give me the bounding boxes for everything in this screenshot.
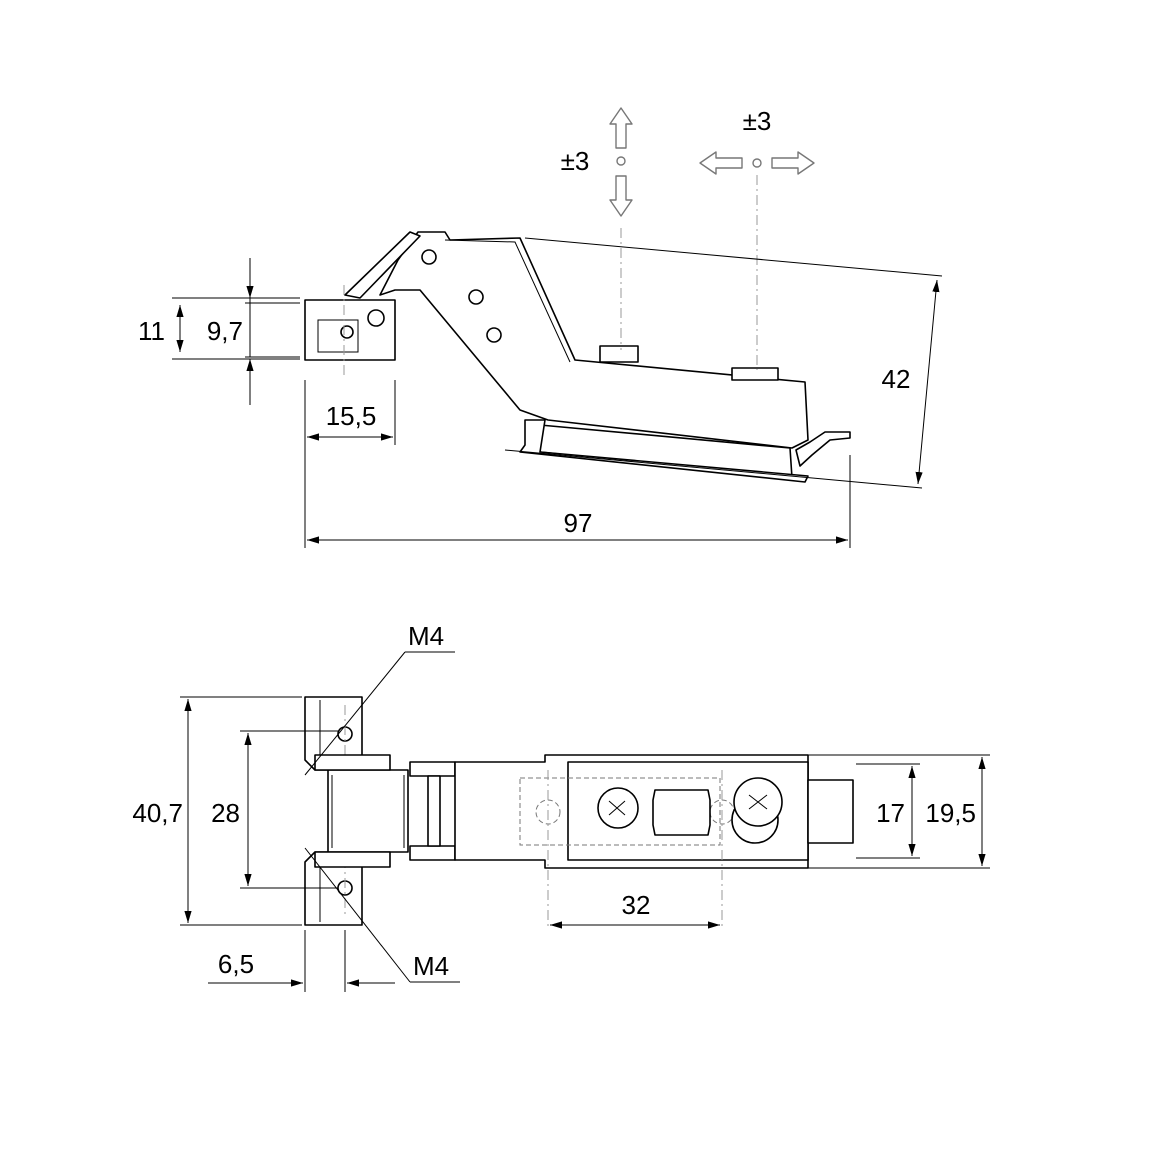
- dim-15-5-label: 15,5: [326, 401, 377, 431]
- hinge-cup-slot: [317, 319, 359, 353]
- pivot-hole: [468, 289, 484, 305]
- horizontal-adjust-label: ±3: [743, 106, 772, 136]
- dim-11-label: 11: [138, 316, 165, 346]
- adjust-screw-head: [599, 345, 639, 363]
- vertical-adjust-label: ±3: [561, 146, 590, 176]
- cup-body: [327, 769, 409, 853]
- link-bar: [427, 775, 441, 847]
- horizontal-adjust-arrow-icon: [699, 151, 815, 175]
- dim-97-label: 97: [564, 508, 593, 538]
- hinge-cup-hole: [340, 325, 354, 339]
- thread-label-top: M4: [408, 621, 444, 651]
- hinge-arm-inner-edge: [444, 239, 571, 363]
- mounting-plate-base: [519, 419, 809, 483]
- arm-end-tab: [807, 779, 854, 844]
- dim-9-7-label: 9,7: [207, 316, 243, 346]
- side-view: ±3 ±3 11 9,7 15,5 97 42: [138, 106, 943, 548]
- link-pin-bottom: [409, 845, 456, 861]
- hinge-link: [344, 231, 421, 299]
- dim-42-label: 42: [882, 364, 911, 394]
- mounting-plate-clip: [795, 431, 851, 467]
- dim-6-5-label: 6,5: [218, 949, 254, 979]
- cam-screw-icon: [731, 777, 783, 844]
- adjust-window: [652, 789, 711, 836]
- link-pin-top: [409, 761, 456, 777]
- top-view: M4 M4 40,7 28 6,5 32 17 19,5: [132, 621, 990, 992]
- cup-rim-bottom: [314, 851, 391, 868]
- slot-hidden: [519, 777, 721, 846]
- hinge-arm: [379, 231, 809, 449]
- adjust-screw-head: [731, 367, 779, 381]
- dim-28-label: 28: [211, 798, 240, 828]
- phillips-screw-icon: [597, 787, 639, 829]
- thread-label-bottom: M4: [413, 951, 449, 981]
- pivot-hole: [486, 327, 502, 343]
- vertical-adjust-arrow-icon: [609, 107, 633, 217]
- hinge-cup-hole: [367, 309, 385, 327]
- dim-40-7-label: 40,7: [132, 798, 183, 828]
- dim-17-label: 17: [876, 798, 905, 828]
- dim-19-5-label: 19,5: [925, 798, 976, 828]
- cup-rim-top: [314, 754, 391, 771]
- pivot-hole: [421, 249, 437, 265]
- dim-32-label: 32: [622, 890, 651, 920]
